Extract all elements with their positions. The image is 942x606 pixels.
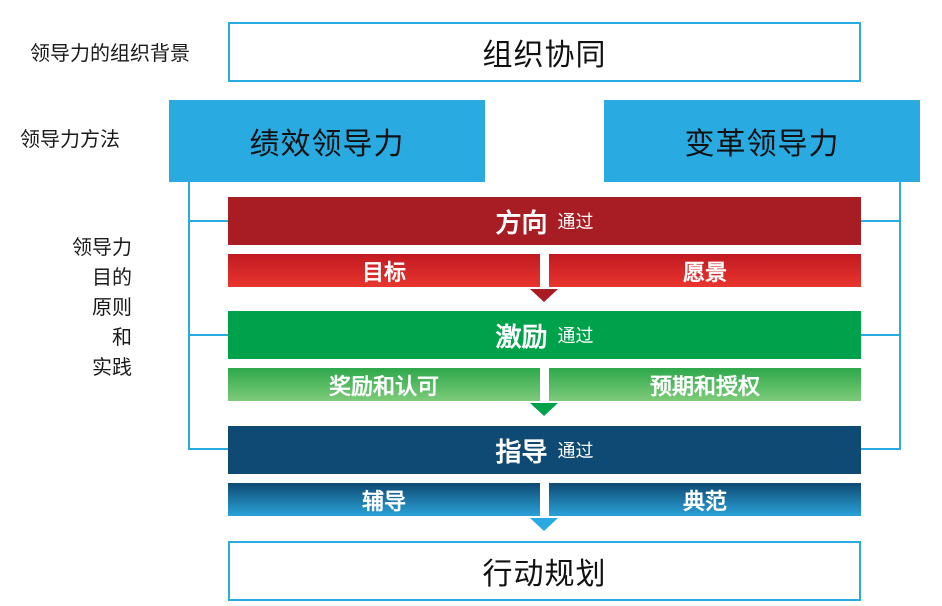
role-model-cell: 典范	[549, 483, 861, 516]
label-purpose-line-1: 领导力	[72, 235, 132, 259]
transformational-leadership-box: 变革领导力	[604, 100, 920, 182]
right-connector-row-2	[861, 334, 901, 336]
label-methods: 领导力方法	[20, 127, 120, 151]
guidance-title: 指导	[495, 437, 548, 468]
motivation-title: 激励	[495, 322, 548, 353]
reward-recognition-cell: 奖励和认可	[228, 368, 540, 401]
right-vertical-connector	[899, 182, 901, 450]
guidance-via: 通过	[557, 441, 594, 462]
down-arrow-1	[530, 289, 558, 302]
vision-cell: 愿景	[549, 254, 861, 287]
org-alignment-box: 组织协同	[228, 22, 861, 82]
right-connector-row-1	[861, 220, 901, 222]
label-purpose-line-5: 实践	[92, 355, 132, 379]
direction-band: 方向 通过	[228, 197, 861, 245]
guidance-band: 指导 通过	[228, 426, 861, 474]
expectation-empowerment-cell: 预期和授权	[549, 368, 861, 401]
direction-via: 通过	[557, 212, 594, 233]
label-purpose-line-2: 目的	[92, 265, 132, 289]
motivation-band: 激励 通过	[228, 311, 861, 359]
down-arrow-3	[530, 518, 558, 531]
action-plan-box: 行动规划	[228, 541, 861, 601]
label-purpose-line-3: 原则	[92, 295, 132, 319]
left-vertical-connector	[188, 182, 190, 450]
label-purpose-line-4: 和	[112, 325, 132, 349]
coaching-cell: 辅导	[228, 483, 540, 516]
left-connector-row-3	[188, 448, 228, 450]
label-org-context: 领导力的组织背景	[30, 41, 190, 65]
right-connector-row-3	[861, 448, 901, 450]
left-connector-row-2	[188, 334, 228, 336]
motivation-via: 通过	[557, 326, 594, 347]
left-connector-row-1	[188, 220, 228, 222]
label-purpose: 领导力 目的 原则 和 实践	[60, 232, 132, 382]
down-arrow-2	[530, 403, 558, 416]
performance-leadership-box: 绩效领导力	[169, 100, 485, 182]
goal-cell: 目标	[228, 254, 540, 287]
direction-title: 方向	[495, 208, 548, 239]
